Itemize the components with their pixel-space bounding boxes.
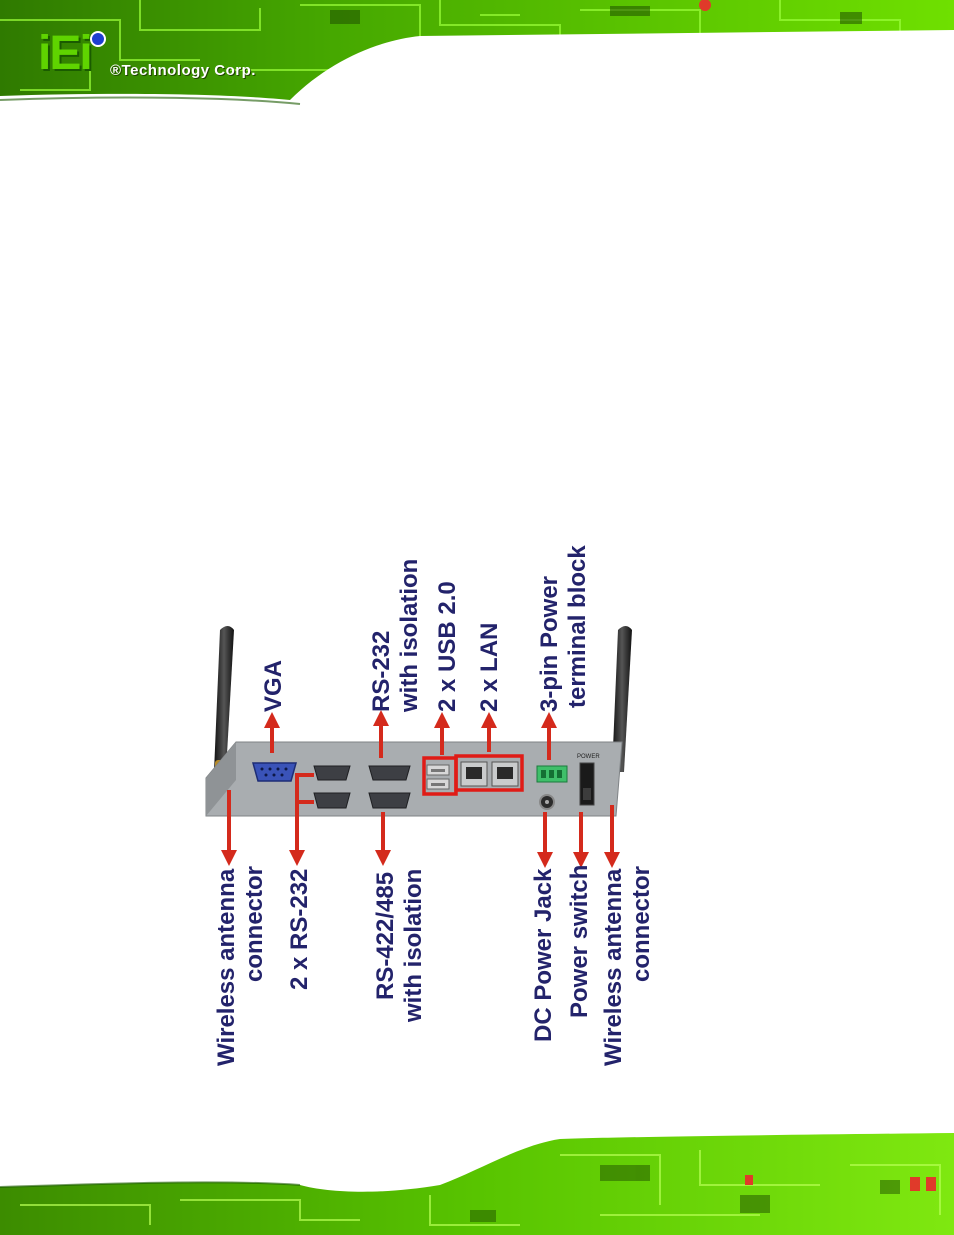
rs232-port-upper — [314, 766, 350, 780]
power-panel-label: POWER — [577, 754, 600, 760]
label-antenna-left-line1: Wireless antenna — [213, 868, 240, 1066]
label-rs422-line1: RS-422/485 — [372, 872, 399, 1000]
label-rs232-line2: with isolation — [396, 559, 423, 713]
vga-port — [253, 763, 296, 781]
label-vga: VGA — [260, 660, 287, 712]
label-antenna-right-line2: connector — [628, 866, 655, 982]
power-terminal-block — [537, 766, 567, 782]
label-terminal-block-line1: 3-pin Power — [536, 576, 563, 712]
label-rs232-line1: RS-232 — [368, 631, 395, 712]
rs422-485-port — [369, 793, 410, 808]
label-antenna-left-line2: connector — [241, 866, 268, 982]
label-terminal-block-line2: terminal block — [564, 545, 591, 708]
label-rs232x2: 2 x RS-232 — [286, 869, 313, 990]
label-antenna-right-line1: Wireless antenna — [600, 868, 627, 1066]
label-rs422-line2: with isolation — [400, 869, 427, 1023]
rs232-isolated-port — [369, 766, 410, 780]
label-dc-jack: DC Power Jack — [530, 868, 557, 1042]
label-lan: 2 x LAN — [476, 623, 503, 712]
rs232-port-lower — [314, 793, 350, 808]
dc-power-jack — [540, 795, 554, 809]
label-power-switch: Power switch — [566, 865, 593, 1018]
power-switch — [580, 763, 594, 805]
label-usb: 2 x USB 2.0 — [434, 581, 461, 712]
